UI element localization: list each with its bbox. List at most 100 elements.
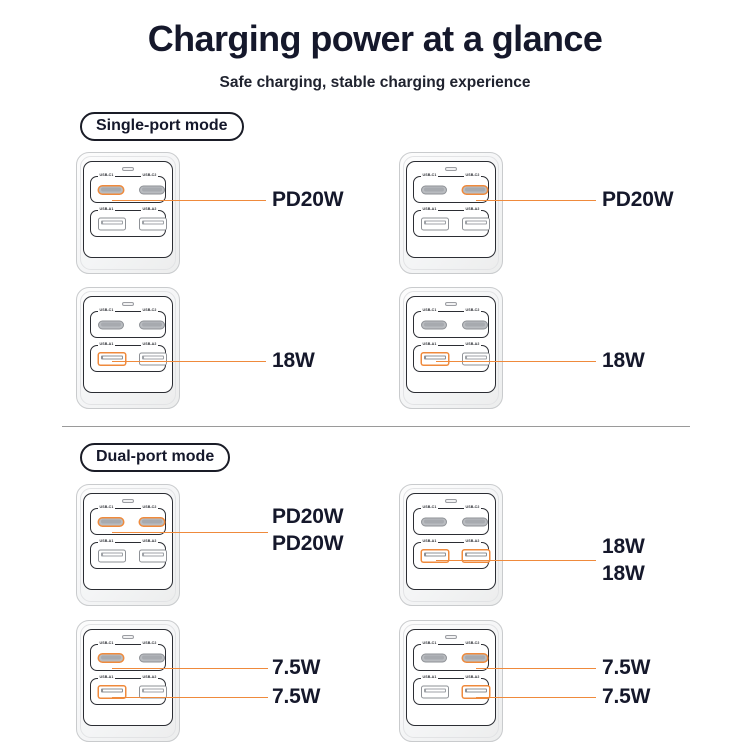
usb-c-port-group: USB-C1 USB-C2	[90, 640, 166, 671]
leader-line-single-2	[476, 200, 596, 202]
usb-a-port-group: USB-A1 USB-A2	[90, 206, 167, 237]
leader-line-dual-2	[436, 560, 596, 562]
usb-c1-port[interactable]	[421, 653, 447, 662]
indicator-slot	[122, 167, 134, 171]
indicator-slot	[122, 302, 134, 306]
usb-a1-port[interactable]	[98, 352, 126, 365]
usb-a2-label: USB-A2	[464, 341, 481, 347]
charger-face: USB-C1 USB-C2 USB-A1 USB-A2	[83, 161, 173, 258]
leader-line-single-3	[112, 361, 266, 363]
usb-a2-port[interactable]	[139, 217, 167, 230]
usb-c-port-group: USB-C1 USB-C2	[90, 504, 166, 535]
usb-c1-label: USB-C1	[421, 504, 438, 510]
usb-c1-port[interactable]	[98, 653, 124, 662]
usb-c2-port[interactable]	[462, 653, 488, 662]
charger-single-4: USB-C1 USB-C2 USB-A1 USB-A2	[399, 287, 503, 409]
indicator-slot	[445, 302, 457, 306]
usb-c1-label: USB-C1	[421, 172, 438, 178]
usb-a1-label: USB-A1	[421, 206, 438, 212]
usb-c2-label: USB-C2	[141, 307, 158, 313]
usb-a1-label: USB-A1	[421, 341, 438, 347]
indicator-slot	[122, 499, 134, 503]
usb-a2-label: USB-A2	[141, 206, 158, 212]
watt-label-single-2: PD20W	[602, 188, 674, 211]
usb-c1-label: USB-C1	[98, 172, 115, 178]
usb-c1-label: USB-C1	[98, 504, 115, 510]
usb-a1-label: USB-A1	[98, 206, 115, 212]
usb-c2-label: USB-C2	[464, 307, 481, 313]
watt-label-dual-3a: 7.5W	[272, 656, 321, 679]
usb-a1-label: USB-A1	[98, 674, 115, 680]
usb-a2-port[interactable]	[139, 352, 167, 365]
indicator-slot	[445, 167, 457, 171]
charger-face: USB-C1 USB-C2 USB-A1 USB-A2	[83, 296, 173, 393]
usb-c2-port[interactable]	[462, 320, 488, 329]
usb-a1-port[interactable]	[98, 217, 126, 230]
usb-a2-port[interactable]	[139, 549, 167, 562]
leader-line-dual-3b	[112, 697, 268, 699]
leader-line-dual-4a	[476, 668, 596, 670]
usb-c1-label: USB-C1	[98, 307, 115, 313]
charger-single-2: USB-C1 USB-C2 USB-A1 USB-A2	[399, 152, 503, 274]
usb-a-port-group: USB-A1 USB-A2	[413, 538, 490, 569]
usb-c2-port[interactable]	[139, 185, 165, 194]
usb-a2-port[interactable]	[462, 352, 490, 365]
usb-a1-label: USB-A1	[98, 341, 115, 347]
usb-c2-label: USB-C2	[141, 640, 158, 646]
watt-label-dual-3b: 7.5W	[272, 685, 321, 708]
charger-face: USB-C1 USB-C2 USB-A1 USB-A2	[406, 296, 496, 393]
usb-a2-label: USB-A2	[464, 538, 481, 544]
usb-c2-port[interactable]	[462, 517, 488, 526]
usb-a-port-group: USB-A1 USB-A2	[413, 206, 490, 237]
usb-a2-label: USB-A2	[141, 341, 158, 347]
usb-c2-label: USB-C2	[141, 504, 158, 510]
watt-label-dual-1b: PD20W	[272, 532, 344, 555]
usb-c-port-group: USB-C1 USB-C2	[413, 640, 489, 671]
usb-c1-port[interactable]	[98, 517, 124, 526]
page-subtitle: Safe charging, stable charging experienc…	[219, 74, 531, 91]
usb-c-port-group: USB-C1 USB-C2	[413, 504, 489, 535]
usb-a1-port[interactable]	[421, 685, 449, 698]
charger-face: USB-C1 USB-C2 USB-A1 USB-A2	[406, 629, 496, 726]
charger-face: USB-C1 USB-C2 USB-A1 USB-A2	[406, 493, 496, 590]
watt-label-dual-4a: 7.5W	[602, 656, 651, 679]
usb-a2-port[interactable]	[139, 685, 167, 698]
usb-c1-port[interactable]	[98, 185, 124, 194]
badge-single-port-mode: Single-port mode	[80, 112, 244, 141]
charger-face: USB-C1 USB-C2 USB-A1 USB-A2	[83, 629, 173, 726]
usb-c2-port[interactable]	[139, 320, 165, 329]
usb-a2-port[interactable]	[462, 549, 490, 562]
indicator-slot	[445, 635, 457, 639]
indicator-slot	[122, 635, 134, 639]
usb-a-port-group: USB-A1 USB-A2	[90, 538, 167, 569]
leader-line-dual-1	[112, 532, 268, 534]
indicator-slot	[445, 499, 457, 503]
watt-label-dual-2b: 18W	[602, 562, 645, 585]
usb-c1-port[interactable]	[98, 320, 124, 329]
watt-label-dual-1a: PD20W	[272, 505, 344, 528]
usb-a1-port[interactable]	[98, 549, 126, 562]
usb-a1-port[interactable]	[421, 549, 449, 562]
usb-c2-port[interactable]	[462, 185, 488, 194]
leader-line-dual-4b	[476, 697, 596, 699]
page-title: Charging power at a glance	[147, 18, 603, 59]
usb-a1-port[interactable]	[421, 217, 449, 230]
usb-c-port-group: USB-C1 USB-C2	[90, 307, 166, 338]
usb-a1-port[interactable]	[421, 352, 449, 365]
watt-label-single-1: PD20W	[272, 188, 344, 211]
usb-c2-label: USB-C2	[464, 640, 481, 646]
usb-c-port-group: USB-C1 USB-C2	[413, 172, 489, 203]
usb-a2-port[interactable]	[462, 217, 490, 230]
watt-label-dual-4b: 7.5W	[602, 685, 651, 708]
usb-c1-port[interactable]	[421, 517, 447, 526]
usb-c1-port[interactable]	[421, 185, 447, 194]
usb-c2-port[interactable]	[139, 653, 165, 662]
usb-a1-label: USB-A1	[98, 538, 115, 544]
usb-c1-port[interactable]	[421, 320, 447, 329]
watt-label-single-3: 18W	[272, 349, 315, 372]
usb-a-port-group: USB-A1 USB-A2	[90, 341, 167, 372]
usb-a-port-group: USB-A1 USB-A2	[413, 341, 490, 372]
usb-a2-label: USB-A2	[141, 674, 158, 680]
usb-c2-port[interactable]	[139, 517, 165, 526]
